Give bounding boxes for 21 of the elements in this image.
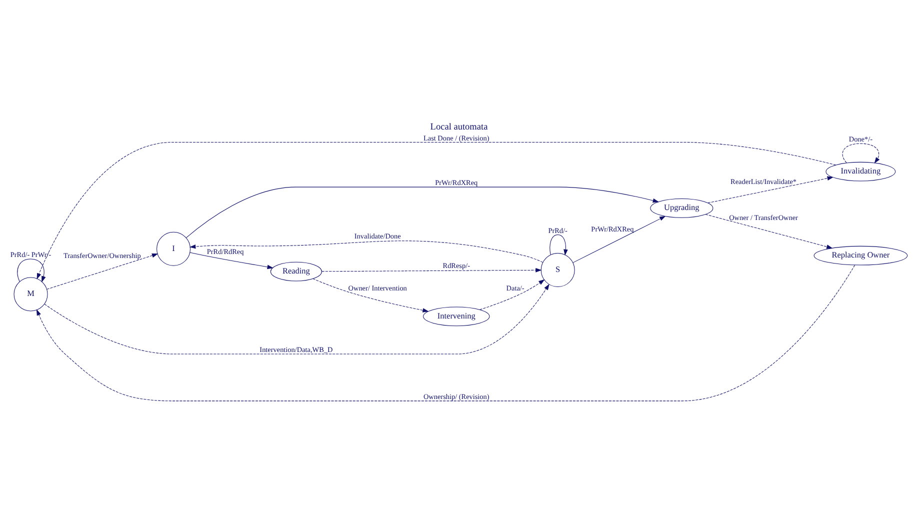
arrow [842,143,880,164]
node-circle: M [14,277,48,312]
arrow [480,279,545,310]
diagram-title: Local automata [430,122,488,133]
node-ellipse: Reading [270,262,322,282]
arrow [189,240,544,263]
arrow [186,186,660,238]
arrow [312,278,429,312]
arrow [705,214,833,249]
arrow [17,258,46,282]
arrow [572,216,666,263]
arrow [36,142,836,280]
arrow [36,264,856,402]
node-circle: I [156,232,191,266]
arrow [46,253,158,290]
arrow [190,252,274,270]
arrow [550,234,568,256]
arrow [322,268,542,272]
arrow [708,176,834,204]
arrow [44,284,550,354]
node-circle: S [540,253,575,288]
